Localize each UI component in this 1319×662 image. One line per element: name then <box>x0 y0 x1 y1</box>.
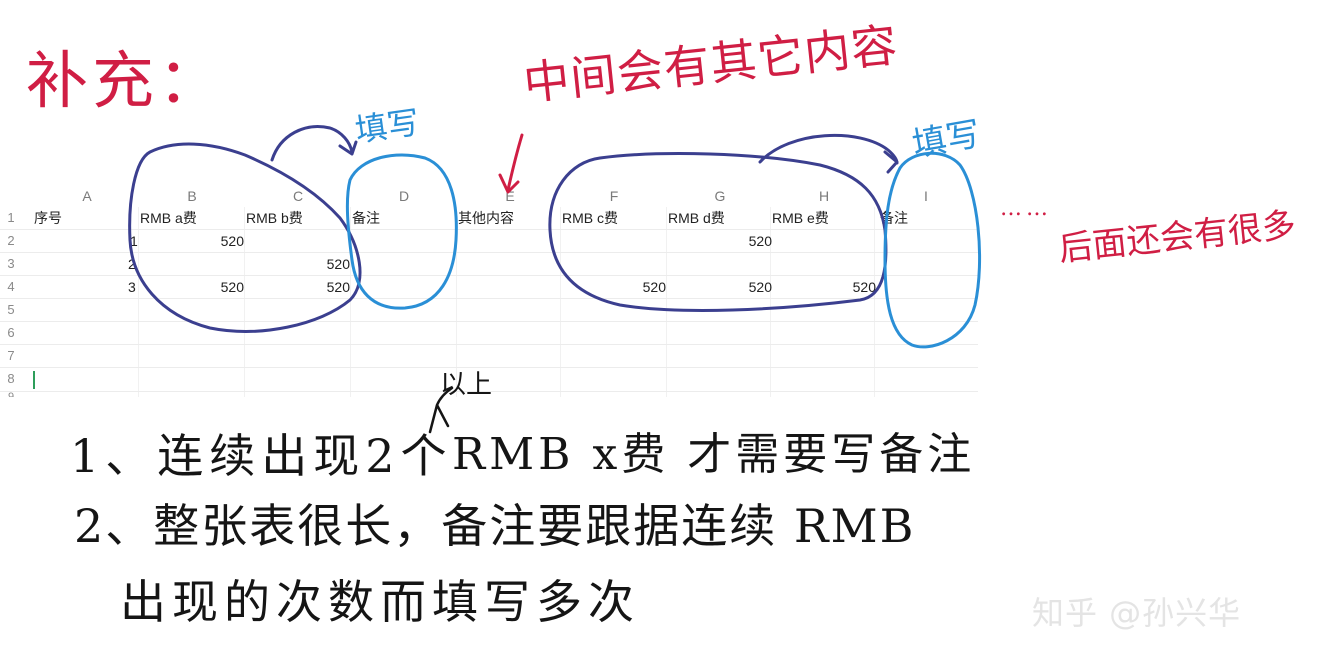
cell-c2[interactable] <box>246 230 350 252</box>
table-row: 2 1 520 520 <box>0 230 978 253</box>
note-line-2: 2、整张表很长，备注要跟据连续 RMB <box>74 499 916 553</box>
row-number[interactable]: 8 <box>7 371 15 386</box>
cell-a3[interactable]: 2 <box>128 256 136 272</box>
row-number[interactable]: 1 <box>7 210 15 225</box>
cell-h2[interactable] <box>772 230 876 252</box>
cell-a1[interactable]: 序号 <box>34 210 62 226</box>
column-header-e[interactable]: E <box>505 188 515 204</box>
row-number[interactable]: 9 <box>7 391 15 397</box>
cell-f2[interactable] <box>562 230 666 252</box>
active-cell-cursor <box>33 371 35 389</box>
navy-arrow-left <box>270 125 358 162</box>
cell-a2[interactable]: 1 <box>130 233 138 249</box>
table-row: 1 序号 RMB a费 RMB b费 备注 其他内容 RMB c费 RMB d费… <box>0 207 978 230</box>
cell-e1[interactable]: 其他内容 <box>458 210 514 226</box>
title-annotation: 补充： <box>26 44 225 117</box>
cell-h1[interactable]: RMB e费 <box>772 210 829 226</box>
cell-c1[interactable]: RMB b费 <box>246 210 303 226</box>
above-note: 以上 <box>440 370 493 400</box>
row-number[interactable]: 4 <box>7 279 15 294</box>
fill-label-left: 填写 <box>352 103 422 150</box>
column-header-g[interactable]: G <box>714 188 726 204</box>
cell-g1[interactable]: RMB d费 <box>668 210 725 226</box>
row-number[interactable]: 2 <box>7 233 15 248</box>
column-header-c[interactable]: C <box>292 188 304 204</box>
row-number[interactable]: 5 <box>7 302 15 317</box>
navy-arrow-right <box>758 133 899 174</box>
cell-a4[interactable]: 3 <box>128 279 136 295</box>
dots-annotation: …… <box>1000 196 1052 221</box>
cell-g4[interactable]: 520 <box>748 279 772 295</box>
cell-h4[interactable]: 520 <box>852 279 876 295</box>
more-content-note: 后面还会有很多 <box>1056 205 1298 270</box>
table-row: 6 <box>0 322 978 345</box>
cell-c4[interactable]: 520 <box>326 279 350 295</box>
cell-g3[interactable] <box>668 253 772 275</box>
cell-c3[interactable]: 520 <box>326 256 350 272</box>
note-line-3: 出现的次数而填写多次 <box>120 575 640 629</box>
cell-b1[interactable]: RMB a费 <box>140 210 197 226</box>
spreadsheet: A B C D E F G H I 1 序号 RMB a费 RMB b费 备注 … <box>0 186 978 397</box>
note-line-1: 1、连续出现2个 <box>70 429 453 483</box>
red-arrow-down <box>498 133 524 194</box>
column-header-a[interactable]: A <box>82 188 92 204</box>
row-number[interactable]: 3 <box>7 256 15 271</box>
zhihu-watermark: 知乎 @孙兴华 <box>1032 594 1242 632</box>
cell-f1[interactable]: RMB c费 <box>562 210 618 226</box>
column-header-h[interactable]: H <box>818 188 830 204</box>
cell-g2[interactable]: 520 <box>748 233 772 249</box>
table-row: 8 <box>0 368 978 392</box>
cell-b2[interactable]: 520 <box>220 233 244 249</box>
middle-content-note: 中间会有其它内容 <box>520 17 901 111</box>
table-row: 9 <box>0 391 978 397</box>
cell-d1[interactable]: 备注 <box>352 210 380 226</box>
cell-b3[interactable] <box>140 253 244 275</box>
column-header-i[interactable]: I <box>924 188 928 204</box>
column-header-d[interactable]: D <box>398 188 410 204</box>
cell-f4[interactable]: 520 <box>642 279 666 295</box>
cell-h3[interactable] <box>772 253 876 275</box>
row-number[interactable]: 7 <box>7 348 15 363</box>
table-row: 3 2 520 <box>0 253 978 276</box>
cell-b4[interactable]: 520 <box>220 279 244 295</box>
column-header-b[interactable]: B <box>187 188 197 204</box>
column-header-f[interactable]: F <box>609 188 619 204</box>
cell-i1[interactable]: 备注 <box>880 210 908 226</box>
table-row: 5 <box>0 299 978 322</box>
row-number[interactable]: 6 <box>7 325 15 340</box>
table-row: 7 <box>0 345 978 368</box>
table-row: 4 3 520 520 520 520 520 <box>0 276 978 299</box>
cell-f3[interactable] <box>562 253 666 275</box>
fill-label-right: 填写 <box>909 114 984 166</box>
note-line-1-tail: RMB x费 才需要写备注 <box>452 429 976 480</box>
column-header-row: A B C D E F G H I <box>0 186 978 207</box>
